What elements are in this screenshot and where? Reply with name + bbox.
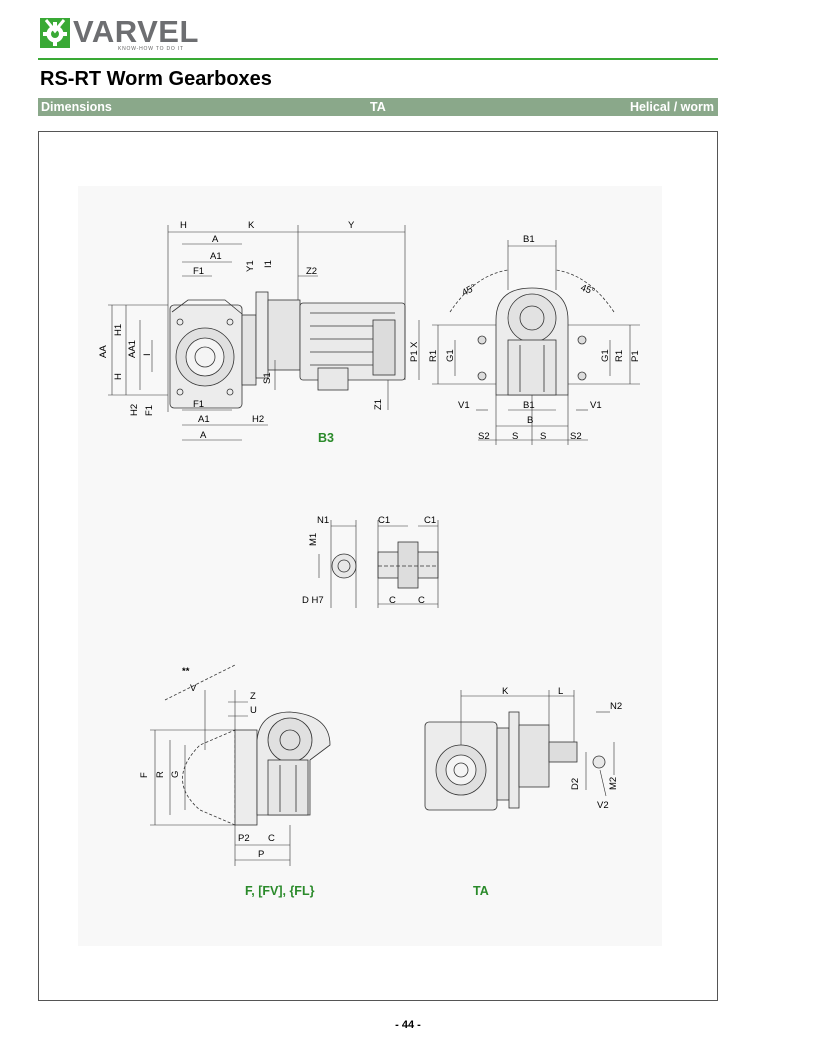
b3-gearbox-body [169, 291, 301, 409]
label-v: V [190, 683, 197, 694]
label-x: X [409, 341, 420, 348]
label-v1-right: V1 [590, 400, 602, 411]
label-c1-left: C1 [378, 515, 390, 526]
label-s1: S1 [262, 372, 273, 384]
label-p1-end: P1 [630, 350, 641, 362]
drawing-frame [38, 131, 718, 1001]
label-c1-right: C1 [424, 515, 436, 526]
label-h: H [180, 220, 187, 231]
label-f1-top: F1 [193, 266, 204, 277]
header-rule [38, 58, 718, 60]
label-c-flange: C [268, 833, 275, 844]
label-f1-bottom: F1 [193, 399, 204, 410]
label-b: B [527, 415, 533, 426]
end-view-body [449, 269, 615, 396]
label-s2-right: S2 [570, 431, 582, 442]
label-z1: Z1 [373, 399, 384, 410]
varvel-logo: VARVEL KNOW-HOW TO DO IT [40, 14, 200, 55]
section-bar-left: Dimensions [41, 100, 112, 114]
label-h-left: H [113, 373, 124, 380]
label-a-bottom: A [200, 430, 207, 441]
label-r1-left: R1 [428, 350, 439, 362]
label-a-top: A [212, 234, 219, 245]
label-h1: H1 [113, 324, 124, 336]
label-g1-right: G1 [600, 349, 611, 362]
flange-dimension-lines [150, 690, 291, 866]
gear-logo-icon [40, 18, 70, 48]
brand-tagline: KNOW-HOW TO DO IT [118, 46, 184, 52]
shaft-dimension-lines [318, 520, 439, 608]
label-p: P [258, 849, 264, 860]
label-i1: I1 [263, 260, 274, 268]
label-aa: AA [98, 345, 109, 358]
section-bar-right: Helical / worm [629, 100, 714, 114]
label-f: F [139, 772, 150, 778]
label-y: Y [348, 220, 355, 231]
label-l: L [558, 686, 563, 697]
label-p1-b3: P1 [409, 350, 420, 362]
label-v1-left: V1 [458, 400, 470, 411]
label-s-left: S [512, 431, 518, 442]
b3-dimension-lines [108, 225, 420, 441]
caption-ta: TA [473, 884, 489, 898]
ta-view-body [424, 711, 606, 811]
brand-name: VARVEL [73, 14, 199, 49]
label-i: I [142, 353, 153, 356]
section-bar-center: TA [370, 100, 386, 114]
label-h2-left: H2 [129, 404, 140, 416]
label-double-star: ** [182, 666, 190, 677]
label-y1: Y1 [245, 260, 256, 272]
label-m2: M2 [608, 777, 619, 790]
label-s-right: S [540, 431, 546, 442]
page-title: RS-RT Worm Gearboxes [40, 68, 272, 90]
label-b1-bottom: B1 [523, 400, 535, 411]
label-g: G [170, 771, 181, 778]
b3-motor [299, 302, 406, 391]
caption-b3: B3 [318, 431, 334, 445]
section-bar: Dimensions TA Helical / worm [38, 98, 718, 116]
label-45-left: 45° [460, 282, 478, 299]
label-z: Z [250, 691, 256, 702]
end-view-dimension-lines [432, 240, 640, 445]
hollow-shaft-detail [331, 541, 439, 589]
label-z2: Z2 [306, 266, 317, 277]
label-u: U [250, 705, 257, 716]
label-b1-top: B1 [523, 234, 535, 245]
label-aa1: AA1 [127, 340, 138, 358]
label-c-left: C [389, 595, 396, 606]
label-a1-top: A1 [210, 251, 222, 262]
label-g1-left: G1 [445, 349, 456, 362]
label-n1: N1 [317, 515, 329, 526]
label-k-ta: K [502, 686, 509, 697]
label-p2: P2 [238, 833, 250, 844]
label-k: K [248, 220, 255, 231]
label-n2: N2 [610, 701, 622, 712]
label-a1-bottom: A1 [198, 414, 210, 425]
label-s2-left: S2 [478, 431, 490, 442]
ta-dimension-lines [460, 690, 615, 797]
label-m1: M1 [308, 533, 319, 546]
label-r1-right: R1 [614, 350, 625, 362]
label-45-right: 45° [579, 282, 596, 297]
page-number: - 44 - [395, 1019, 421, 1031]
label-f1-left: F1 [144, 405, 155, 416]
flange-view-body [164, 664, 331, 826]
label-r: R [155, 771, 166, 778]
caption-f: F, [FV], {FL} [245, 884, 315, 898]
label-h2-bottom: H2 [252, 414, 264, 425]
label-c-right: C [418, 595, 425, 606]
label-d2: D2 [570, 778, 581, 790]
label-d-h7: D H7 [302, 595, 324, 606]
label-v2: V2 [597, 800, 609, 811]
